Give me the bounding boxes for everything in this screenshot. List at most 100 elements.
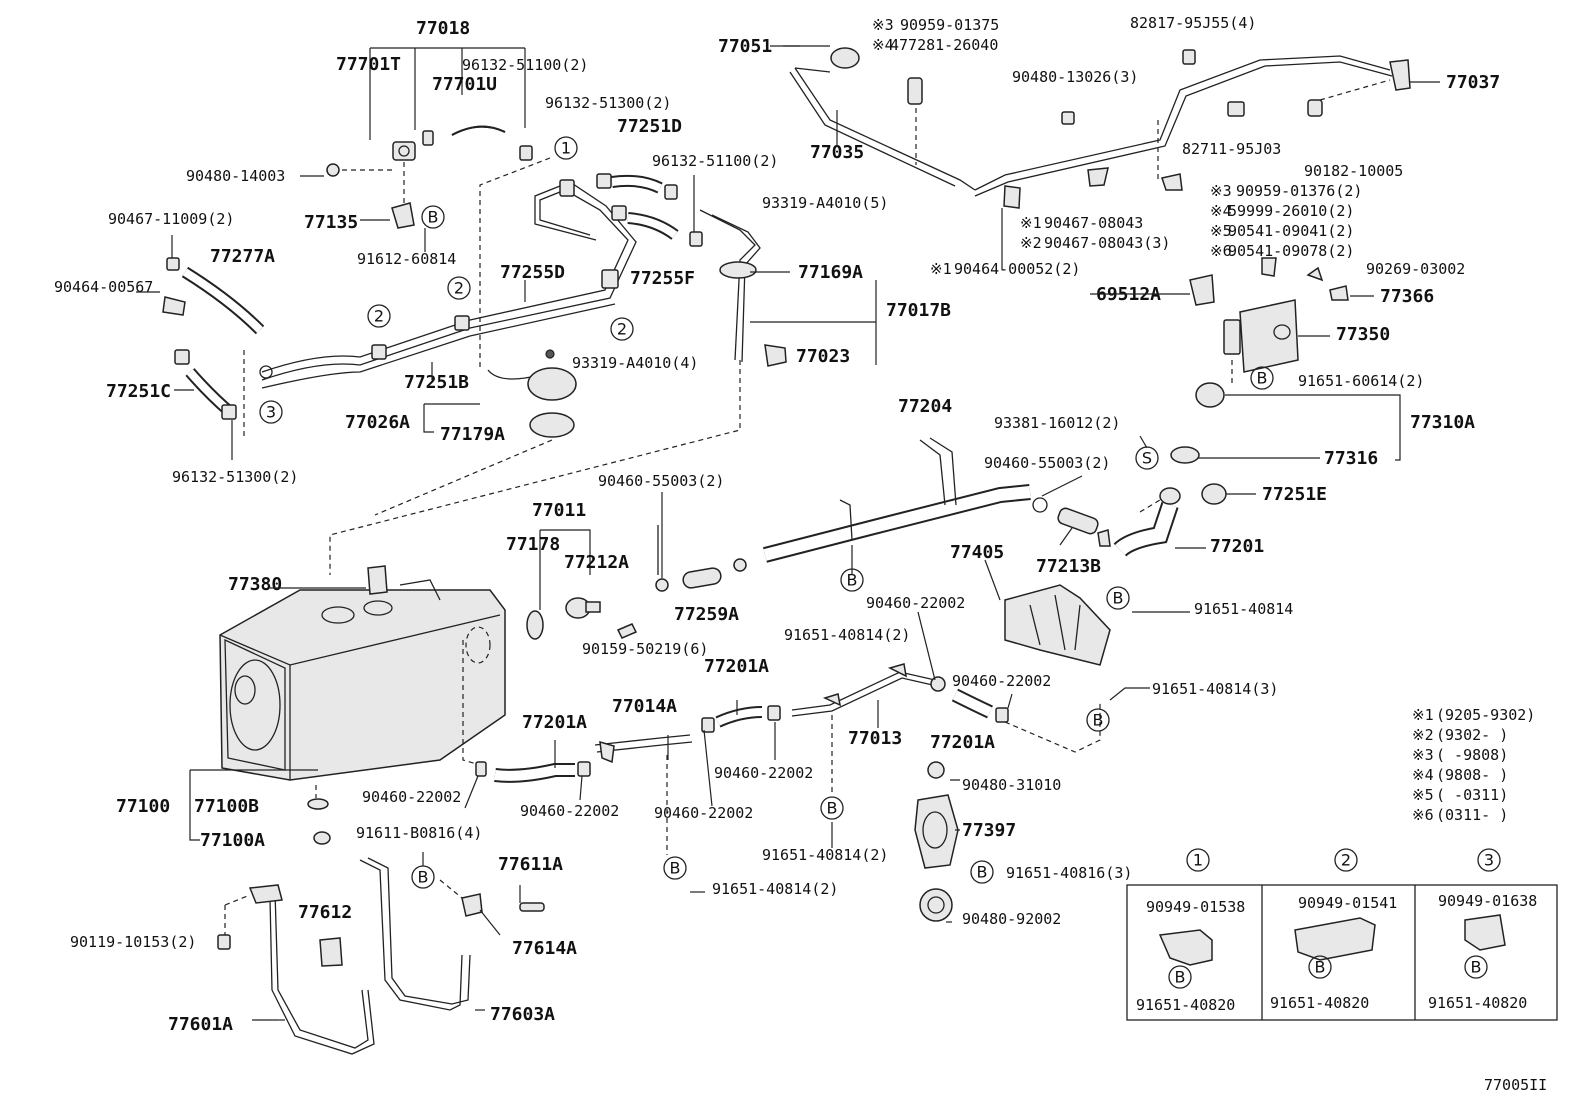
- label-77201A-b: 77201A: [704, 656, 769, 677]
- label-77037: 77037: [1446, 72, 1500, 93]
- label-91651-60614: 91651-60614(2): [1298, 372, 1424, 390]
- note-1-marker-b: ※1: [930, 260, 952, 278]
- legend-key-3: ※3: [1412, 746, 1434, 764]
- label-77100A: 77100A: [200, 830, 265, 851]
- label-90460-22002-b: 90460-22002: [952, 672, 1051, 690]
- ref-marker-2a: 2: [454, 279, 464, 298]
- leader-lines: [136, 45, 1440, 1021]
- label-77603A: 77603A: [490, 1004, 555, 1025]
- note-4-marker: ※4: [872, 36, 894, 54]
- note-1-marker: ※1: [1020, 214, 1042, 232]
- bolt-marker: B: [847, 571, 858, 590]
- date-legend: ※1 (9205-9302) ※2 (9302- ) ※3 ( -9808) ※…: [1412, 706, 1535, 824]
- label-91651-40816: 91651-40816(3): [1006, 864, 1132, 882]
- label-91651-40814-2c: 91651-40814(2): [712, 880, 838, 898]
- label-77350: 77350: [1336, 324, 1390, 345]
- label-77201A-a: 77201A: [522, 712, 587, 733]
- bolt-marker: B: [827, 799, 838, 818]
- screw-marker: S: [1142, 449, 1152, 468]
- clamp-inset: 90949-01538 91651-40820 90949-01541 9165…: [1136, 892, 1537, 1014]
- label-90541-09078: 90541-09078(2): [1228, 242, 1354, 260]
- legend-value-6: (0311- ): [1436, 806, 1508, 824]
- label-77135: 77135: [304, 212, 358, 233]
- inset-bolt-3: 91651-40820: [1428, 994, 1527, 1012]
- figure-id: 77005II: [1484, 1076, 1547, 1094]
- note-4-marker-b: ※4: [1210, 202, 1232, 220]
- label-77397: 77397: [962, 820, 1016, 841]
- label-77026A: 77026A: [345, 412, 410, 433]
- label-77014A: 77014A: [612, 696, 677, 717]
- label-77611A: 77611A: [498, 854, 563, 875]
- label-90464-00052: 90464-00052(2): [954, 260, 1080, 278]
- circled-markers: 1 2 2 2 3 B B S B B B B B B B B B B 1 2 …: [259, 136, 1501, 989]
- label-90467-08043-b: 90467-08043(3): [1044, 234, 1170, 252]
- label-90269-03002: 90269-03002: [1366, 260, 1465, 278]
- fuel-tank-77100: [219, 579, 506, 781]
- label-77201-right: 77201: [1210, 536, 1264, 557]
- label-77201A-c: 77201A: [930, 732, 995, 753]
- bolt-marker: B: [670, 859, 681, 878]
- label-77251E: 77251E: [1262, 484, 1327, 505]
- label-82817-95J55: 82817-95J55(4): [1130, 14, 1256, 32]
- label-90460-22002-d: 90460-22002: [520, 802, 619, 820]
- legend-key-5: ※5: [1412, 786, 1434, 804]
- legend-value-4: (9808- ): [1436, 766, 1508, 784]
- label-90460-55003-mid: 90460-55003(2): [598, 472, 724, 490]
- note-3-marker: ※3: [872, 16, 894, 34]
- label-91611-B0816: 91611-B0816(4): [356, 824, 482, 842]
- label-77251B: 77251B: [404, 372, 469, 393]
- inset-ref-2: 2: [1341, 851, 1351, 870]
- label-90182-10005: 90182-10005: [1304, 162, 1403, 180]
- inset-clamp-1: 90949-01538: [1146, 898, 1245, 916]
- ref-marker-3: 3: [266, 403, 276, 422]
- label-77316: 77316: [1324, 448, 1378, 469]
- label-77212A: 77212A: [564, 552, 629, 573]
- inset-ref-3: 3: [1484, 851, 1494, 870]
- label-90541-09041: 90541-09041(2): [1228, 222, 1354, 240]
- label-77011: 77011: [532, 500, 586, 521]
- legend-key-1: ※1: [1412, 706, 1434, 724]
- label-77701T: 77701T: [336, 54, 401, 75]
- bolt-marker: B: [418, 868, 429, 887]
- label-77178: 77178: [506, 534, 560, 555]
- valve-77701T: [392, 141, 416, 161]
- label-90460-55003-right: 90460-55003(2): [984, 454, 1110, 472]
- ref-marker-2b: 2: [374, 307, 384, 326]
- bolt-marker: B: [1471, 958, 1482, 977]
- note-5-marker: ※5: [1210, 222, 1232, 240]
- bolt-marker: B: [1257, 369, 1268, 388]
- label-96132-51300-mid: 96132-51300(2): [545, 94, 671, 112]
- legend-value-1: (9205-9302): [1436, 706, 1535, 724]
- label-90464-00567: 90464-00567: [54, 278, 153, 296]
- label-90480-14003: 90480-14003: [186, 167, 285, 185]
- label-77614A: 77614A: [512, 938, 577, 959]
- label-77169A: 77169A: [798, 262, 863, 283]
- label-90480-92002: 90480-92002: [962, 910, 1061, 928]
- bolt-marker: B: [1113, 589, 1124, 608]
- label-77023: 77023: [796, 346, 850, 367]
- label-96132-51300-bottom: 96132-51300(2): [172, 468, 298, 486]
- parts-drawing: [162, 45, 1558, 1055]
- bolt-marker: B: [1175, 968, 1186, 987]
- label-91651-40814-2a: 91651-40814(2): [784, 626, 910, 644]
- note-3-marker-b: ※3: [1210, 182, 1232, 200]
- label-77310A: 77310A: [1410, 412, 1475, 433]
- label-90480-13026: 90480-13026(3): [1012, 68, 1138, 86]
- label-96132-51100-top: 96132-51100(2): [462, 56, 588, 74]
- bolt-marker: B: [1093, 711, 1104, 730]
- legend-value-5: ( -0311): [1436, 786, 1508, 804]
- label-90119-10153: 90119-10153(2): [70, 933, 196, 951]
- label-90460-22002-f: 90460-22002: [714, 764, 813, 782]
- label-90460-22002-a: 90460-22002: [866, 594, 965, 612]
- label-77405: 77405: [950, 542, 1004, 563]
- label-77018: 77018: [416, 18, 470, 39]
- label-90480-31010: 90480-31010: [962, 776, 1061, 794]
- legend-value-3: ( -9808): [1436, 746, 1508, 764]
- label-93381-16012: 93381-16012(2): [994, 414, 1120, 432]
- label-77612: 77612: [298, 902, 352, 923]
- label-77213B: 77213B: [1036, 556, 1101, 577]
- label-77051: 77051: [718, 36, 772, 57]
- inset-clamp-3: 90949-01638: [1438, 892, 1537, 910]
- label-77100B: 77100B: [194, 796, 259, 817]
